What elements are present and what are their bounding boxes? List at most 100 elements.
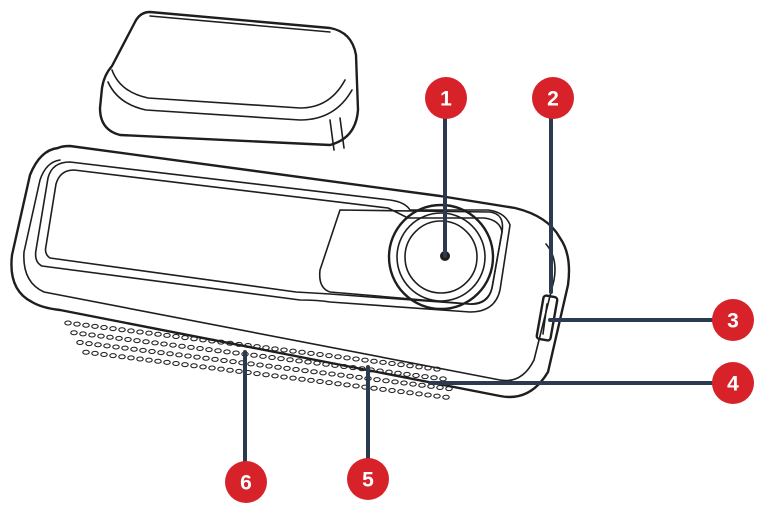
grille-hole [349, 365, 357, 371]
grille-hole [397, 389, 405, 395]
grille-hole [379, 359, 387, 365]
grille-hole [331, 362, 339, 368]
grille-hole [352, 356, 360, 362]
grille-hole [298, 376, 306, 382]
grille-hole [163, 359, 171, 365]
grille-hole [358, 366, 366, 372]
grille-hole [184, 353, 192, 359]
grille-hole [256, 362, 264, 368]
grille-hole [220, 357, 228, 364]
grille-hole [109, 353, 117, 359]
grille-hole [199, 364, 207, 370]
grille-hole [286, 357, 294, 363]
grille-hole [424, 392, 432, 398]
grille-hole [292, 366, 300, 373]
callout-3: 3 [712, 299, 754, 341]
grille-hole [391, 379, 399, 385]
grille-hole [154, 358, 162, 364]
grille-hole [409, 381, 417, 387]
grille-hole [253, 371, 261, 377]
grille-hole [298, 349, 306, 355]
grille-hole [424, 365, 432, 371]
callout-2: 2 [532, 77, 574, 119]
grille-hole [229, 359, 237, 365]
grille-hole [421, 374, 429, 380]
grille-hole [118, 327, 126, 333]
grille-hole [208, 338, 216, 344]
grille-hole [142, 339, 150, 345]
windshield-mount [98, 10, 360, 151]
grille-hole [259, 353, 267, 359]
grille-hole [265, 363, 273, 369]
grille-hole [274, 364, 282, 370]
leader-lines [243, 115, 717, 467]
grille-hole [190, 336, 198, 342]
callout-4-label: 4 [727, 373, 739, 396]
callout-1-marker [425, 77, 467, 119]
grille-hole [82, 349, 90, 355]
grille-hole [235, 341, 243, 347]
grille-hole [433, 393, 441, 399]
grille-hole [325, 380, 333, 386]
callout-6-marker [225, 461, 267, 503]
grille-hole [217, 339, 225, 345]
grille-hole [301, 368, 309, 374]
grille-hole [280, 374, 288, 380]
grille-hole [124, 336, 132, 343]
grille-hole [271, 346, 279, 352]
grille-hole [121, 345, 129, 351]
grille-hole [199, 337, 207, 343]
callout-5-marker [347, 458, 389, 500]
grille-hole [181, 362, 189, 368]
speaker-grille [64, 320, 453, 400]
grille-hole [400, 380, 408, 386]
grille-hole [355, 374, 363, 380]
grille-hole [172, 360, 180, 367]
grille-hole [73, 321, 81, 327]
grille-hole [109, 326, 117, 332]
grille-hole [136, 329, 144, 335]
grille-hole [385, 369, 393, 375]
callout-5: 5 [347, 458, 389, 500]
grille-hole [85, 341, 93, 347]
grille-hole [106, 334, 114, 340]
grille-hole [325, 353, 333, 359]
grille-hole [250, 352, 258, 358]
grille-hole [388, 360, 396, 367]
grille-hole [403, 371, 411, 377]
grille-hole [181, 335, 189, 341]
grille-hole [268, 354, 276, 361]
grille-hole [211, 356, 219, 362]
callout-1-label: 1 [440, 88, 452, 111]
callout-4: 4 [712, 362, 754, 404]
grille-hole [208, 365, 216, 371]
grille-hole [295, 358, 303, 364]
grille-hole [304, 359, 312, 365]
grille-hole [103, 343, 111, 349]
callout-6: 6 [225, 461, 267, 503]
grille-hole [382, 378, 390, 384]
grille-hole [163, 332, 171, 338]
callout-4-marker [712, 362, 754, 404]
grille-hole [196, 345, 204, 352]
grille-hole [334, 381, 342, 387]
callout-5-label: 5 [362, 469, 374, 492]
grille-hole [169, 342, 177, 348]
grille-hole [157, 350, 165, 356]
grille-hole [226, 367, 234, 373]
grille-hole [214, 348, 222, 354]
grille-hole [217, 366, 225, 372]
grille-hole [97, 333, 105, 339]
grille-hole [442, 394, 450, 400]
grille-hole [346, 373, 354, 379]
grille-hole [280, 347, 288, 353]
grille-hole [415, 364, 423, 370]
grille-hole [145, 330, 153, 336]
grille-hole [154, 331, 162, 337]
grille-hole [115, 335, 123, 341]
grille-hole [376, 368, 384, 374]
grille-hole [277, 356, 285, 362]
grille-hole [289, 375, 297, 381]
grille-hole [334, 354, 342, 360]
grille-hole [91, 323, 99, 329]
